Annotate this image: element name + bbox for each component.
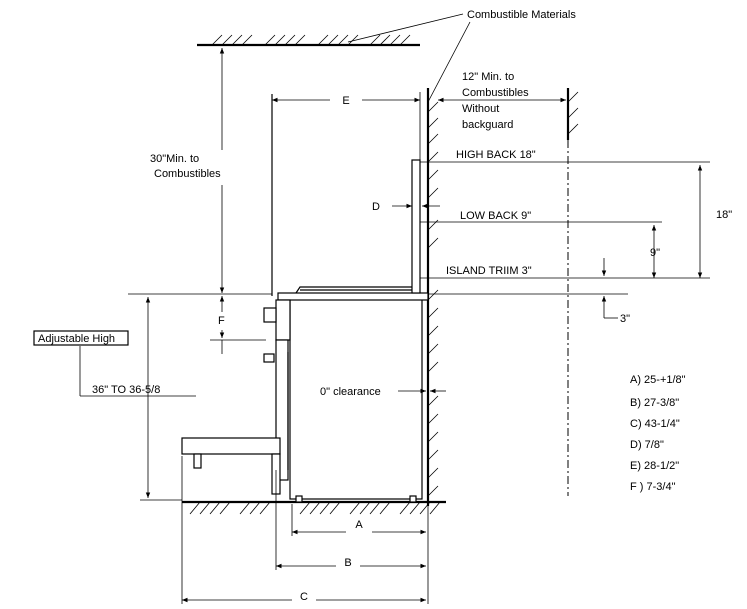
dim-9-label: 9" [650,247,660,259]
dim-c-letter: C [300,591,308,603]
dim-3-label: 3" [620,313,630,325]
rear-clearance-callout: 0" clearance [320,386,446,398]
top-min-line2: Combustibles [154,168,221,180]
side-clearance-callout: 12" Min. to Combustibles Without backgua… [438,71,566,131]
dim-a-letter: A [355,519,363,531]
dim-e-letter: E [342,95,349,107]
bottom-dimensions: A B C [181,456,429,604]
combustible-materials-label: Combustible Materials [467,9,576,21]
dim-f-letter: F [218,315,225,327]
top-min-line1: 30"Min. to [150,153,199,165]
legend-item: C) 43-1/4" [630,418,680,430]
adjustable-high-box [33,330,129,346]
legend-item: D) 7/8" [630,439,664,451]
back-wall [426,88,439,506]
side-min-line1: 12" Min. to [462,71,514,83]
backguard-heights: HIGH BACK 18" LOW BACK 9" ISLAND TRIIM 3… [420,149,732,325]
floor [182,500,446,515]
combustible-materials-callout: Combustible Materials [347,9,576,103]
dimension-legend: A) 25-+1/8" B) 27-3/8" C) 43-1/4" D) 7/8… [630,374,686,493]
dimension-d: D [372,201,440,213]
clearance-label: 0" clearance [320,386,381,398]
high-back-label: HIGH BACK 18" [456,149,536,161]
legend-item: B) 27-3/8" [630,397,679,409]
dim-b-letter: B [344,557,351,569]
side-min-line3: Without [462,103,499,115]
dim-d-letter: D [372,201,380,213]
legend-item: E) 28-1/2" [630,460,679,472]
range-body [181,94,429,503]
top-clearance-callout: 30"Min. to Combustibles [128,48,272,295]
adjustable-height-callout: Adjustable High 36" TO 36-5/8 [33,297,196,501]
side-min-line4: backguard [462,119,513,131]
adjustable-high-label: Adjustable High [38,333,115,345]
legend-item: F ) 7-3/4" [630,481,676,493]
island-trim-label: ISLAND TRIIM 3" [446,265,532,277]
low-back-label: LOW BACK 9" [460,210,531,222]
side-min-line2: Combustibles [462,87,529,99]
dimension-f: F [210,296,266,354]
dim-18-label: 18" [716,209,732,221]
side-wall [566,88,579,496]
dimension-e: E [272,92,421,160]
legend-item: A) 25-+1/8" [630,374,686,386]
height-range-label: 36" TO 36-5/8 [92,384,160,396]
ceiling [197,34,420,47]
